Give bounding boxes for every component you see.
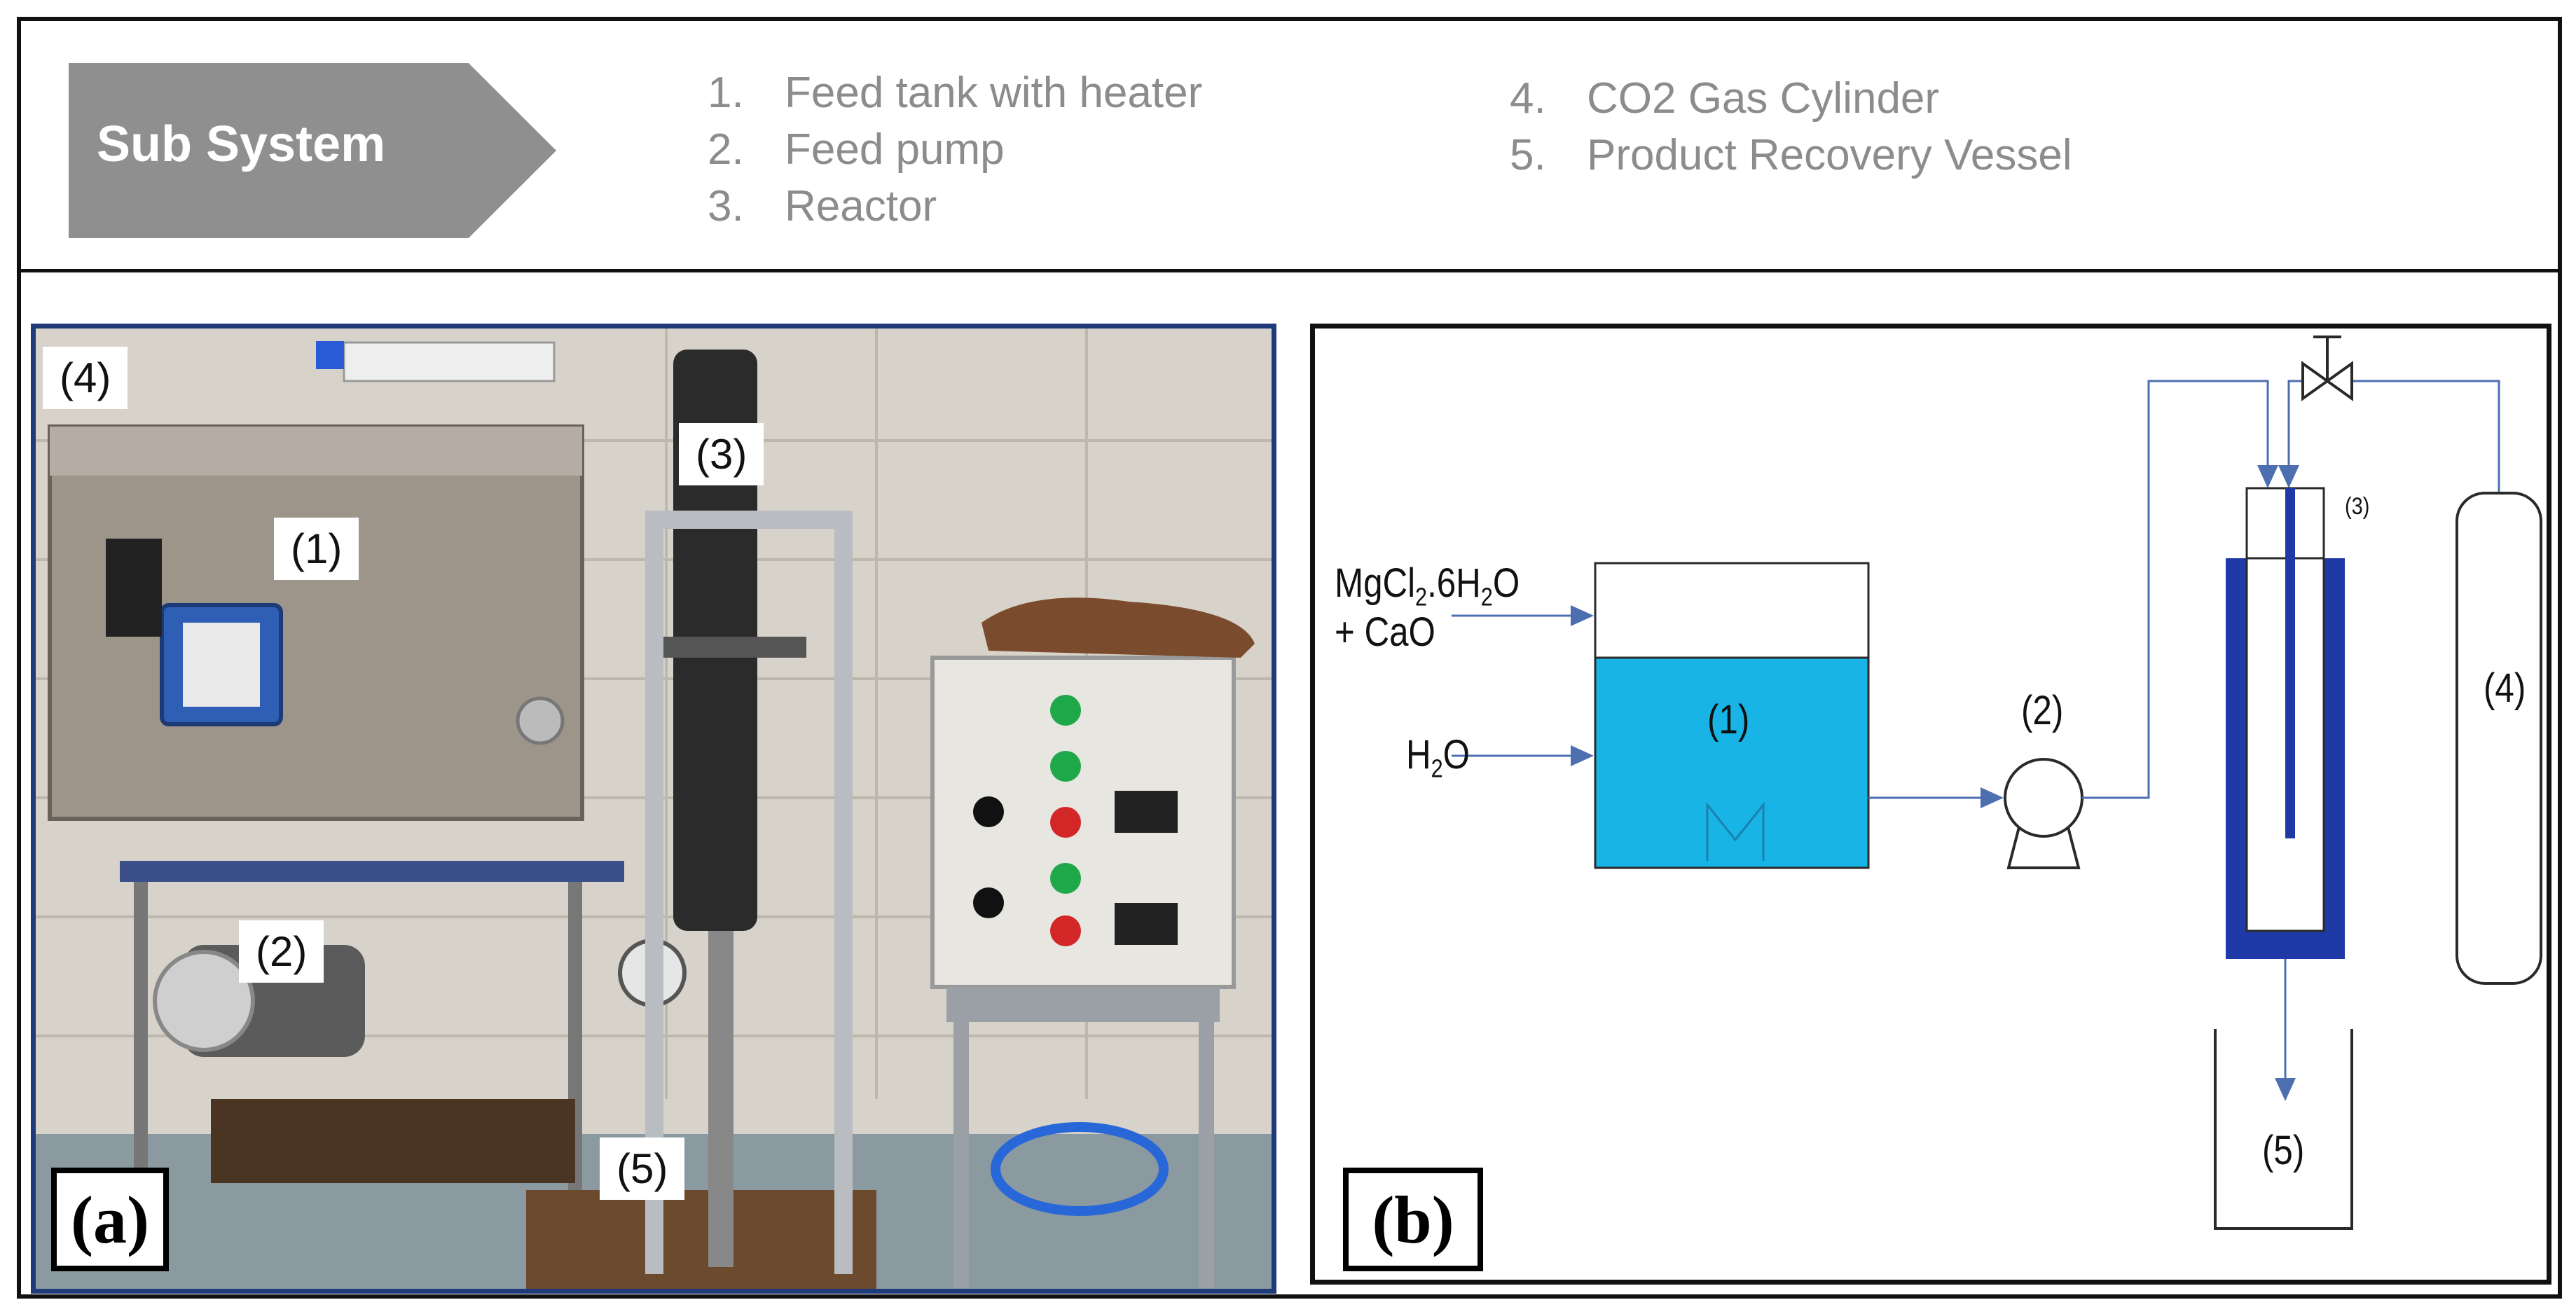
heater-icon	[1706, 801, 1765, 861]
legend-item-4: 4.CO2 Gas Cylinder	[1510, 74, 1940, 123]
header	[17, 17, 2562, 272]
figure-frame	[17, 17, 2562, 1299]
feed-tank-headspace	[1594, 562, 1870, 659]
legend-item-5: 5.Product Recovery Vessel	[1510, 131, 2072, 179]
pump-icon	[2004, 758, 2083, 838]
water-label: H2O	[1406, 732, 1470, 783]
reactor-jacket	[2226, 558, 2345, 959]
legend-list-right: 4.CO2 Gas Cylinder 5.Product Recovery Ve…	[1510, 70, 2072, 184]
schem-label-2: (2)	[2021, 688, 2064, 733]
schem-label-1: (1)	[1707, 697, 1750, 742]
schem-label-3: (3)	[2345, 493, 2370, 520]
schematic-panel: MgCl2.6H2O + CaO H2O (1) (2) (3) (4) (5)…	[1310, 324, 2551, 1285]
photo-label-2: (2)	[239, 920, 324, 983]
photo-label-1: (1)	[274, 518, 359, 580]
feed-label-line2: + CaO	[1335, 609, 1435, 655]
co2-cylinder	[2456, 492, 2542, 985]
sub-system-chevron	[69, 63, 556, 238]
panel-tag-b: (b)	[1343, 1168, 1483, 1271]
chevron-label: Sub System	[97, 116, 386, 172]
photo-panel: (4) (1) (3) (2) (5) (a)	[31, 324, 1276, 1294]
pump-to-reactor-line	[2082, 380, 2278, 799]
photo-label-4: (4)	[43, 347, 128, 409]
schem-label-4: (4)	[2484, 665, 2526, 711]
photo-label-3: (3)	[679, 423, 764, 485]
schem-label-5: (5)	[2262, 1128, 2305, 1173]
process-schematic	[1452, 336, 2542, 1230]
feed-label: MgCl2.6H2O	[1335, 560, 1520, 611]
recovery-vessel	[2214, 1029, 2353, 1230]
reactor-inner-tube	[2285, 488, 2295, 838]
legend-list-left: 1.Feed tank with heater 2.Feed pump 3.Re…	[708, 64, 1202, 235]
legend-item-1: 1.Feed tank with heater	[708, 69, 1203, 117]
feed-tank-water	[1594, 656, 1870, 869]
legend-item-2: 2.Feed pump	[708, 125, 1005, 174]
photo-label-5: (5)	[600, 1137, 685, 1200]
photo-illustration	[36, 328, 1272, 1289]
co2-line	[2352, 380, 2500, 493]
legend-item-3: 3.Reactor	[708, 182, 937, 230]
panel-tag-a: (a)	[51, 1168, 169, 1271]
